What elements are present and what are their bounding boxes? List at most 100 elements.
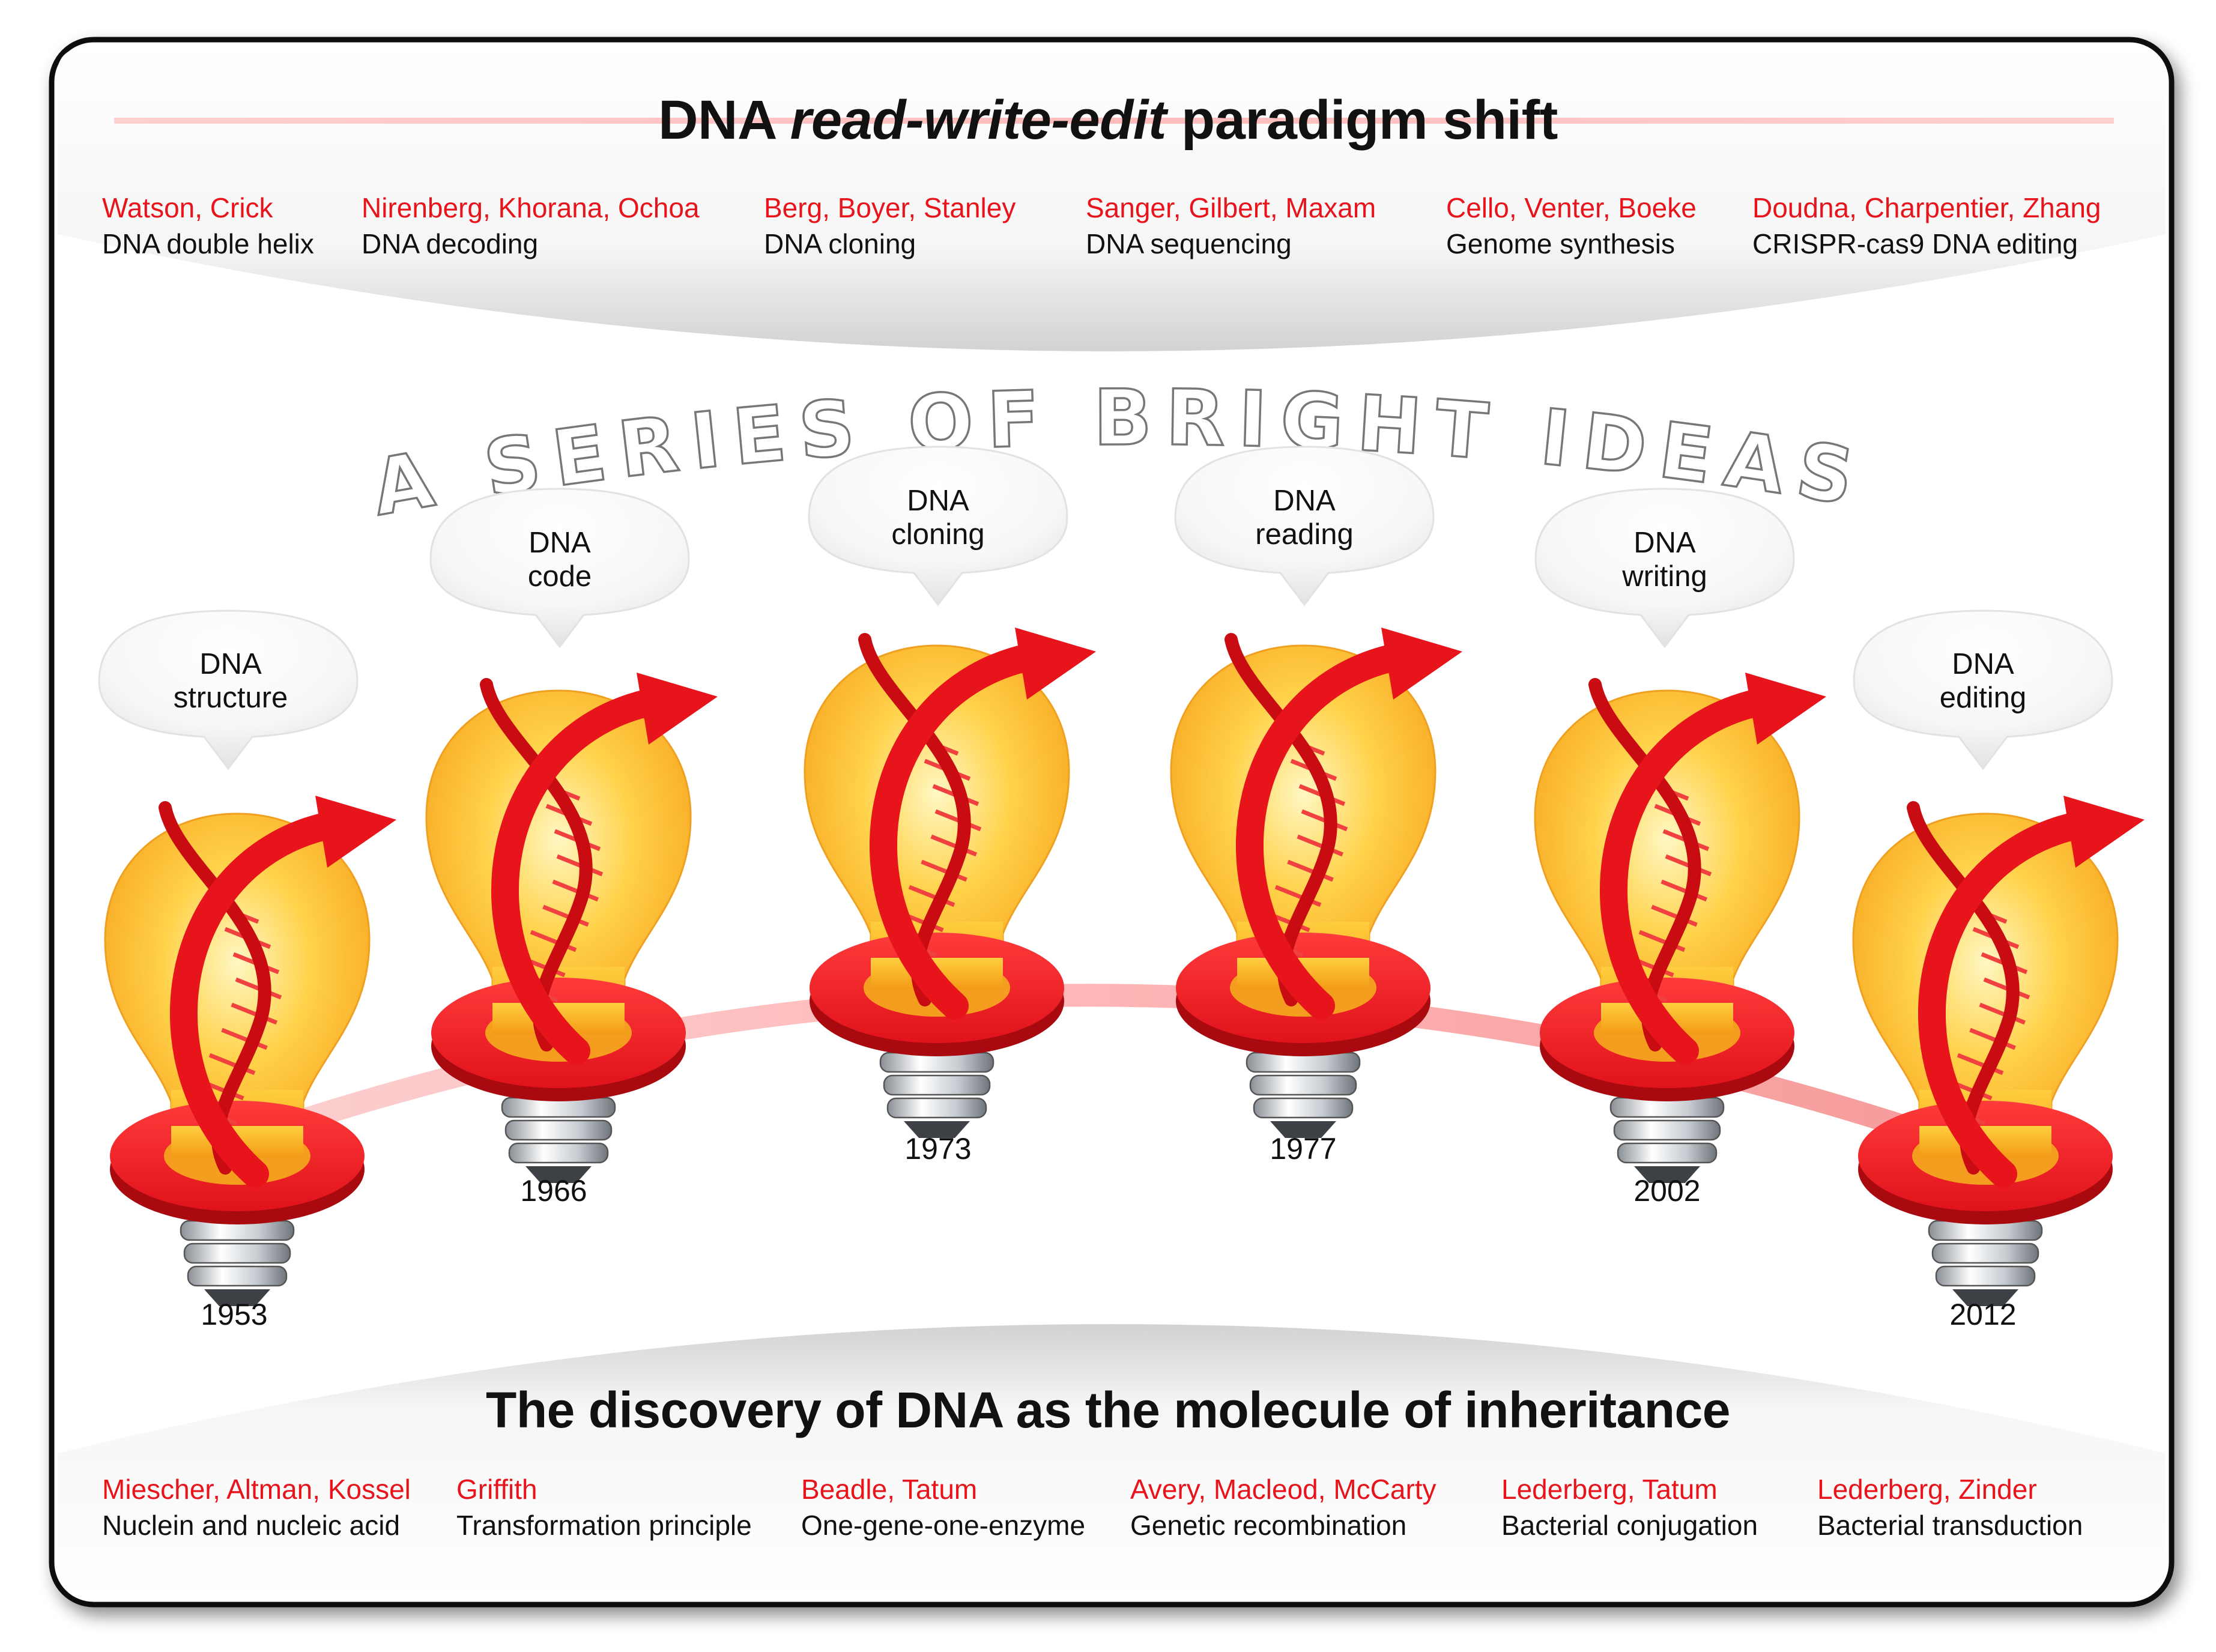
bottom-discovery: Lederberg, Zinder Bacterial transduction [1817, 1471, 2083, 1543]
scientists: Nirenberg, Khorana, Ochoa [362, 192, 700, 223]
lightbulb-icon [1170, 628, 1462, 1138]
label-line1: DNA [907, 485, 969, 517]
speech-bubble [1534, 488, 1795, 649]
label-line2: structure [173, 682, 288, 714]
bottom-discovery: Miescher, Altman, Kossel Nuclein and nuc… [102, 1471, 411, 1543]
label-line1: DNA [528, 527, 591, 559]
bulb-glass [1170, 644, 1436, 1001]
bubble-label: DNA editing [1851, 647, 2115, 715]
scientists: Beadle, Tatum [801, 1474, 978, 1505]
scientists: Sanger, Gilbert, Maxam [1086, 192, 1376, 223]
discovery: One-gene-one-enzyme [801, 1510, 1086, 1541]
discovery: Bacterial conjugation [1501, 1510, 1758, 1541]
scientists: Watson, Crick [102, 192, 273, 223]
year-label: 1973 [904, 1132, 972, 1166]
year-label: 2002 [1633, 1174, 1701, 1208]
speech-bubble [98, 610, 359, 770]
dna-helix-icon [1225, 628, 1462, 1020]
title-prefix: DNA [658, 89, 775, 151]
speech-bubble [808, 446, 1068, 607]
bottom-discovery: Beadle, Tatum One-gene-one-enzyme [801, 1471, 1085, 1543]
bubble-label: DNA reading [1172, 484, 1436, 551]
dna-helix-icon [1907, 796, 2145, 1188]
scientists: Griffith [456, 1474, 537, 1505]
year-label: 1977 [1270, 1132, 1337, 1166]
label-line1: DNA [1952, 648, 2014, 680]
bottom-discovery: Avery, Macleod, McCarty Genetic recombin… [1130, 1471, 1436, 1543]
label-line2: code [527, 560, 592, 593]
discovery: Nuclein and nucleic acid [102, 1510, 401, 1541]
top-discovery: Cello, Venter, Boeke Genome synthesis [1446, 190, 1697, 262]
bubble-shape [1534, 488, 1795, 649]
bottom-discovery: Griffith Transformation principle [456, 1471, 752, 1543]
page-title: DNA read-write-edit paradigm shift [0, 89, 2216, 152]
top-discovery: Nirenberg, Khorana, Ochoa DNA decoding [362, 190, 700, 262]
arrow-head-icon [315, 796, 396, 868]
dna-helix-icon [858, 628, 1096, 1020]
scientists: Cello, Venter, Boeke [1446, 192, 1697, 223]
dna-helix-icon [159, 796, 396, 1188]
arrow-head-icon [1745, 673, 1826, 745]
arrow-head-icon [637, 673, 718, 745]
discovery: DNA double helix [102, 228, 314, 259]
bubble-shape [429, 488, 690, 649]
bubble-shape [1174, 446, 1435, 607]
discovery: Genetic recombination [1130, 1510, 1407, 1541]
speech-bubble [429, 488, 690, 649]
title-suffix: paradigm shift [1181, 89, 1558, 151]
lightbulb-icon [1852, 796, 2145, 1306]
scientists: Berg, Boyer, Stanley [764, 192, 1016, 223]
lightbulb-icon [104, 796, 396, 1306]
bubble-label: DNA writing [1533, 526, 1797, 593]
lightbulb-icon [804, 628, 1096, 1138]
bulb-glass [1852, 812, 2119, 1169]
year-label: 2012 [1949, 1298, 2017, 1331]
discovery: Genome synthesis [1446, 228, 1675, 259]
discovery: DNA cloning [764, 228, 916, 259]
discovery: DNA decoding [362, 228, 539, 259]
discovery: DNA sequencing [1086, 228, 1292, 259]
top-discovery: Berg, Boyer, Stanley DNA cloning [764, 190, 1016, 262]
top-discovery: Doudna, Charpentier, Zhang CRISPR-cas9 D… [1752, 190, 2101, 262]
bubble-label: DNA structure [98, 647, 363, 715]
discovery: CRISPR-cas9 DNA editing [1752, 228, 2078, 259]
label-line2: writing [1622, 560, 1707, 593]
bubble-shape [808, 446, 1068, 607]
header-line [114, 118, 2114, 124]
top-discovery: Watson, Crick DNA double helix [102, 190, 314, 262]
year-label: 1966 [520, 1174, 587, 1208]
bulb-glass [425, 689, 692, 1046]
label-line1: DNA [1633, 527, 1696, 559]
label-line2: editing [1939, 682, 2027, 714]
top-discovery: Sanger, Gilbert, Maxam DNA sequencing [1086, 190, 1376, 262]
bulb-glass [804, 644, 1070, 1001]
year-label: 1953 [201, 1298, 268, 1331]
scientists: Miescher, Altman, Kossel [102, 1474, 411, 1505]
bulb-glass [1534, 689, 1800, 1046]
dna-helix-icon [1588, 673, 1826, 1065]
bubble-label: DNA cloning [806, 484, 1070, 551]
discovery: Bacterial transduction [1817, 1510, 2083, 1541]
bottom-panel [58, 1324, 2166, 1599]
speech-bubble [1853, 610, 2113, 770]
bubble-label: DNA code [428, 526, 692, 593]
label-line2: cloning [891, 518, 985, 551]
red-ring [431, 978, 686, 1101]
speech-bubble [1174, 446, 1435, 607]
lightbulb-icon [425, 673, 718, 1183]
scientists: Avery, Macleod, McCarty [1130, 1474, 1436, 1505]
bottom-title: The discovery of DNA as the molecule of … [486, 1382, 1730, 1438]
frame [49, 37, 2175, 1608]
scientists: Doudna, Charpentier, Zhang [1752, 192, 2101, 223]
bottom-discovery: Lederberg, Tatum Bacterial conjugation [1501, 1471, 1758, 1543]
discovery: Transformation principle [456, 1510, 752, 1541]
scientists: Lederberg, Zinder [1817, 1474, 2037, 1505]
label-line1: DNA [1273, 485, 1336, 517]
arrow-head-icon [2063, 796, 2145, 868]
scientists: Lederberg, Tatum [1501, 1474, 1718, 1505]
bubble-shape [1853, 610, 2113, 770]
bubble-shape [98, 610, 359, 770]
dna-helix-icon [480, 673, 718, 1065]
